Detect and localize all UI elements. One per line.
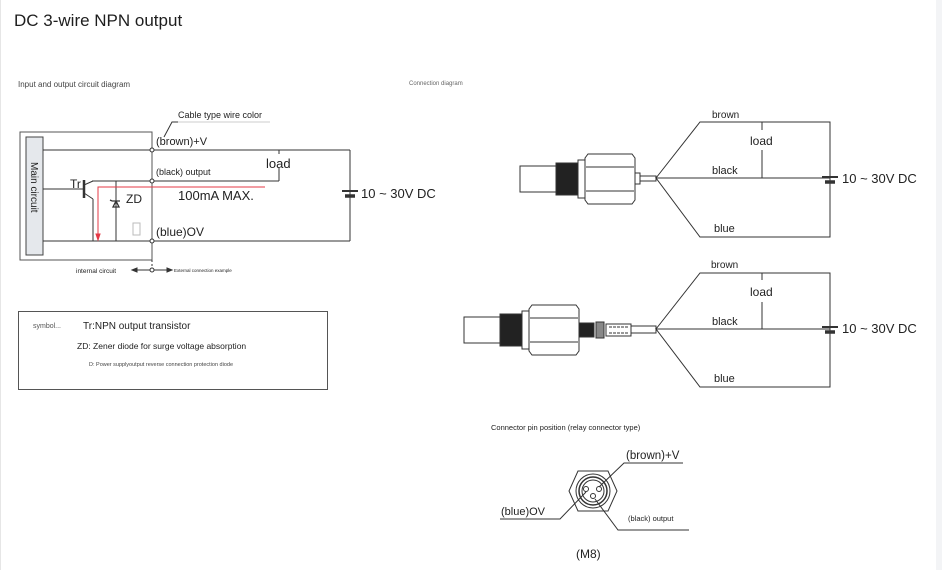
m8-connector-face xyxy=(500,462,689,531)
transistor-emitter xyxy=(83,192,94,200)
page-left-border xyxy=(0,0,1,570)
wire-label-black: black xyxy=(712,165,738,177)
cable-boot xyxy=(634,172,641,185)
load-label: load xyxy=(750,134,773,148)
wire-label-brown: brown xyxy=(711,260,738,271)
terminal-ground-label: (blue)OV xyxy=(156,225,204,239)
connector-size-label: (M8) xyxy=(576,547,601,561)
connection-diagram-connector xyxy=(463,272,838,388)
arrow-right-icon xyxy=(166,267,174,273)
wire-fan xyxy=(655,121,831,238)
wire-label-brown: brown xyxy=(712,110,739,121)
terminal-ground xyxy=(149,238,155,244)
output-leader xyxy=(594,498,689,531)
connection-diagram-cable xyxy=(519,121,838,238)
supply-label: 10 ~ 30V DC xyxy=(361,186,436,201)
current-path xyxy=(97,186,265,237)
main-circuit-label: Main circuit xyxy=(28,162,39,213)
main-circuit-block xyxy=(25,136,44,256)
external-connection-label: External connection example xyxy=(174,268,232,273)
pin-section-label: Connector pin position (relay connector … xyxy=(491,423,641,432)
circuit-section-label: Input and output circuit diagram xyxy=(18,80,131,89)
sensor-thread xyxy=(499,313,523,347)
connector-grip xyxy=(605,323,632,337)
connector-hex-outline xyxy=(568,470,618,512)
connector-ring xyxy=(595,321,605,339)
cable-sheath xyxy=(630,325,657,334)
current-arrow-icon xyxy=(95,233,101,242)
legend-item-diode: D: Power supplyoutput reverse connection… xyxy=(89,362,234,368)
symbol-legend: symbol... Tr:NPN output transistor ZD: Z… xyxy=(18,311,328,390)
sensor-thread xyxy=(555,162,579,196)
sensor-hex-nut xyxy=(528,304,580,356)
terminal-positive-label: (brown)+V xyxy=(156,136,208,148)
pin-positive xyxy=(596,486,602,492)
load-label: load xyxy=(750,285,773,299)
wire-fan xyxy=(654,272,831,388)
io-circuit xyxy=(19,121,358,273)
protection-diode-icon xyxy=(132,222,141,236)
positive-leader xyxy=(598,462,683,488)
sensor-hex-nut xyxy=(584,153,636,205)
transistor-label: Tr xyxy=(70,177,81,191)
cable-note: Cable type wire color xyxy=(178,110,262,120)
ground-leader xyxy=(500,491,587,520)
load-label: load xyxy=(266,156,291,171)
terminal-output-label: (black) output xyxy=(156,167,211,177)
legend-symbol-label: symbol... xyxy=(33,323,62,330)
wire-label-blue: blue xyxy=(714,373,735,385)
pin-positive-label: (brown)+V xyxy=(626,450,680,462)
pin-output xyxy=(590,493,596,499)
sensor-tip xyxy=(519,165,557,193)
cable-note-pointer xyxy=(163,121,178,138)
wire-label-black: black xyxy=(712,316,738,328)
connector-knurl xyxy=(578,322,595,338)
pin-ground-label: (blue)OV xyxy=(501,506,546,518)
wire-label-blue: blue xyxy=(714,223,735,235)
supply-label: 10 ~ 30V DC xyxy=(842,321,917,336)
sensor-tip xyxy=(463,316,501,344)
transistor-collector xyxy=(83,180,94,186)
pin-output-label: (black) output xyxy=(628,514,674,523)
connector-ring-outer xyxy=(575,473,611,509)
arrow-left-icon xyxy=(130,267,138,273)
cable-sheath xyxy=(639,175,657,182)
boundary-node xyxy=(149,267,155,273)
zener-diode-icon xyxy=(109,199,121,208)
pin-ground xyxy=(583,486,589,492)
connector-ring-mid xyxy=(578,476,608,506)
terminal-positive xyxy=(149,147,155,153)
zener-label: ZD xyxy=(126,192,142,206)
connector-ring-inner xyxy=(581,479,605,503)
terminal-output xyxy=(149,178,155,184)
internal-circuit-box xyxy=(19,131,153,261)
internal-circuit-label: internal circuit xyxy=(76,268,116,275)
supply-label: 10 ~ 30V DC xyxy=(842,171,917,186)
legend-item-zener: ZD: Zener diode for surge voltage absorp… xyxy=(77,341,247,351)
scrollbar-track[interactable] xyxy=(936,0,942,570)
current-label: 100mA MAX. xyxy=(178,188,254,203)
legend-item-transistor: Tr:NPN output transistor xyxy=(83,321,191,332)
connection-section-label: Connection diagram xyxy=(409,81,463,87)
page-title: DC 3-wire NPN output xyxy=(14,11,183,30)
